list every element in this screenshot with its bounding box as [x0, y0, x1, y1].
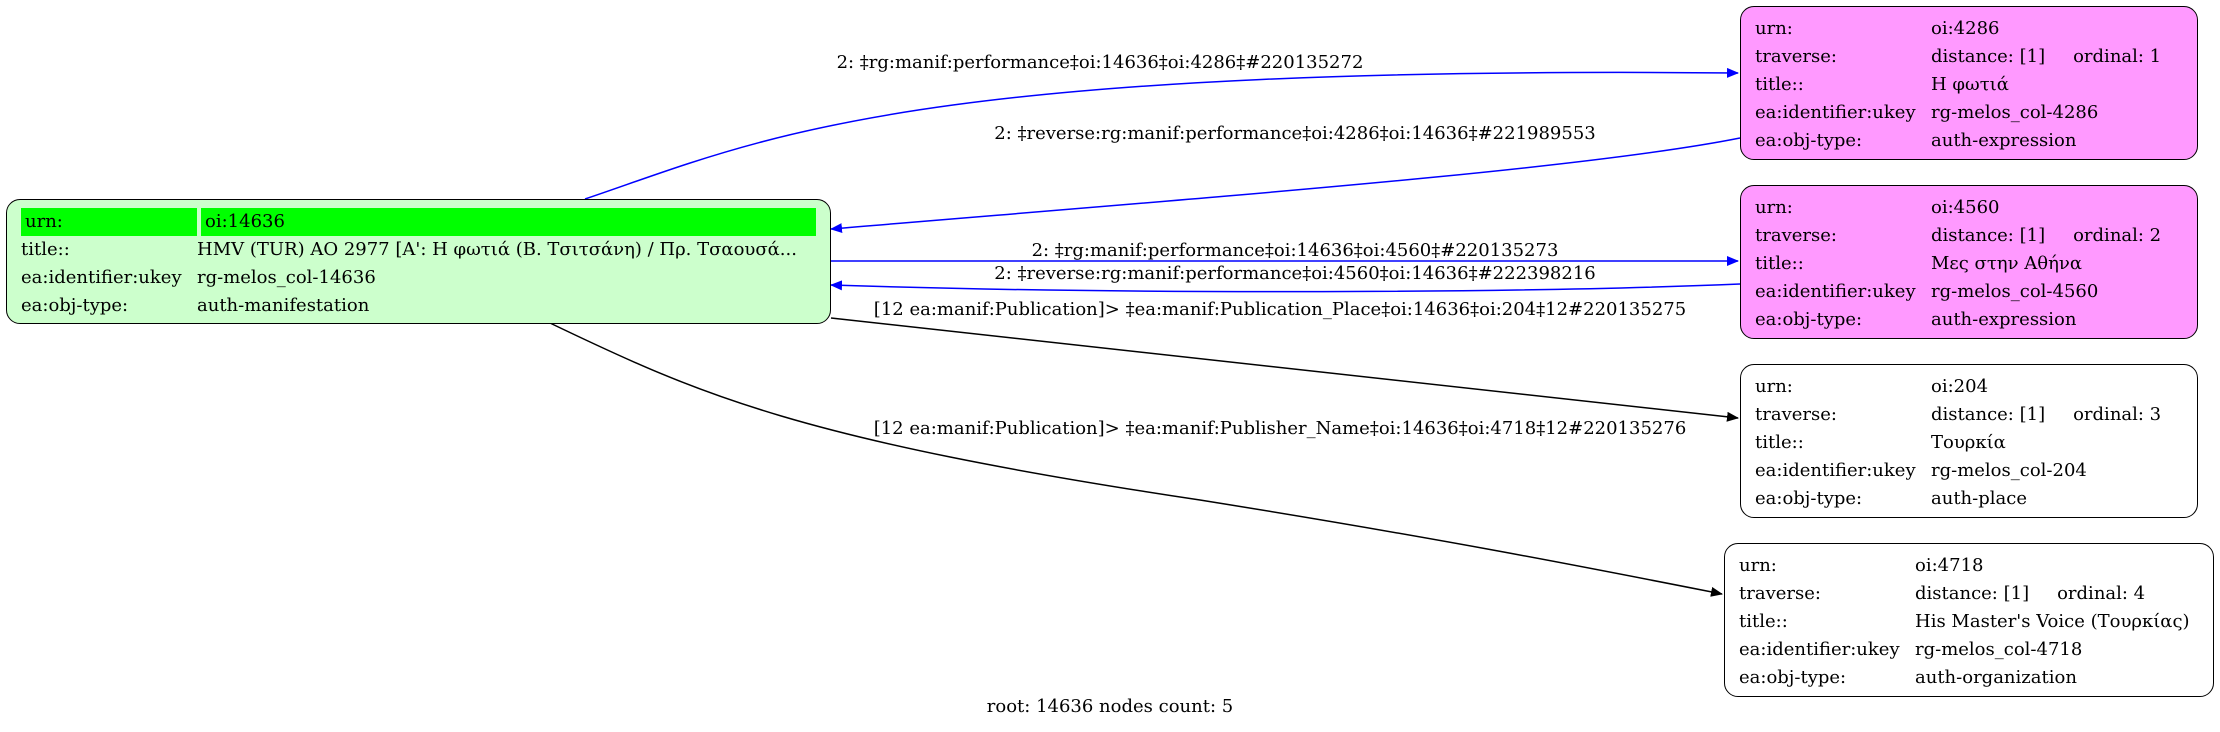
- edge-reverse-performance-4286: [830, 137, 1741, 234]
- ukey-value: rg-melos_col-4286: [1931, 102, 2099, 123]
- ukey-key: ea:identifier:ukey: [1755, 281, 1916, 302]
- title-key: title::: [1739, 611, 1788, 632]
- node-type-row: ea:obj-type: auth-manifestation: [21, 292, 816, 320]
- title-key: title::: [1755, 432, 1804, 453]
- urn-key: urn:: [1755, 18, 1793, 39]
- title-key: title::: [1755, 253, 1804, 274]
- traverse-key: traverse:: [1739, 583, 1821, 604]
- ukey-key: ea:identifier:ukey: [21, 267, 182, 288]
- distance-value: distance: [1]: [1931, 404, 2046, 425]
- title-value: His Master's Voice (Τουρκίας): [1915, 611, 2190, 632]
- type-value: auth-manifestation: [197, 295, 370, 316]
- ukey-value: rg-melos_col-14636: [197, 267, 376, 288]
- node-urn-row: urn: oi:14636: [21, 208, 816, 236]
- type-value: auth-expression: [1931, 130, 2077, 151]
- distance-value: distance: [1]: [1915, 583, 2030, 604]
- distance-value: distance: [1]: [1931, 46, 2046, 67]
- node-oi-204[interactable]: urn: oi:204 traverse: distance: [1] ordinal…: [1740, 364, 2198, 518]
- urn-value: oi:204: [1931, 376, 1989, 397]
- urn-value: oi:4718: [1915, 555, 1984, 576]
- node-title-row: title:: HMV (TUR) AO 2977 [A': Η φωτιά (…: [21, 236, 816, 264]
- type-value: auth-organization: [1915, 667, 2077, 688]
- ukey-value: rg-melos_col-204: [1931, 460, 2087, 481]
- edge-label: 2: ‡rg:manif:performance‡oi:14636‡oi:456…: [1032, 240, 1559, 261]
- title-value: Τουρκία: [1931, 432, 2006, 453]
- urn-key: urn:: [1739, 555, 1777, 576]
- edge-label: 2: ‡reverse:rg:manif:performance‡oi:4560…: [994, 263, 1596, 284]
- ordinal-value: ordinal: 4: [2057, 583, 2146, 604]
- edge-label: [12 ea:manif:Publication]> ‡ea:manif:Pub…: [874, 418, 1687, 439]
- type-value: auth-expression: [1931, 309, 2077, 330]
- graph-footer: root: 14636 nodes count: 5: [986, 696, 1234, 717]
- ordinal-value: ordinal: 3: [2073, 404, 2162, 425]
- urn-key: urn:: [1755, 376, 1793, 397]
- type-key: ea:obj-type:: [1755, 130, 1863, 151]
- ordinal-value: ordinal: 1: [2073, 46, 2162, 67]
- ukey-value: rg-melos_col-4560: [1931, 281, 2099, 302]
- title-key: title::: [1755, 74, 1804, 95]
- node-oi-4718[interactable]: urn: oi:4718 traverse: distance: [1] ordina…: [1724, 543, 2214, 697]
- distance-value: distance: [1]: [1931, 225, 2046, 246]
- ordinal-value: ordinal: 2: [2073, 225, 2162, 246]
- type-key: ea:obj-type:: [1755, 309, 1863, 330]
- node-ukey-row: ea:identifier:ukey rg-melos_col-14636: [21, 264, 816, 292]
- edge-performance-4286: [584, 67, 1739, 200]
- title-value: Η φωτιά: [1931, 74, 2009, 95]
- urn-value: oi:4560: [1931, 197, 2000, 218]
- title-key: title::: [21, 239, 70, 260]
- traverse-key: traverse:: [1755, 404, 1837, 425]
- edge-publisher-name: [549, 322, 1723, 597]
- title-value: Μες στην Αθήνα: [1931, 253, 2082, 274]
- urn-value: oi:4286: [1931, 18, 2000, 39]
- node-oi-4286[interactable]: urn: oi:4286 traverse: distance: [1] ordina…: [1740, 6, 2198, 160]
- ukey-key: ea:identifier:ukey: [1755, 460, 1916, 481]
- edge-publication-place: [830, 317, 1739, 422]
- root-node[interactable]: urn: oi:14636 title:: HMV (TUR) AO 2977 …: [6, 199, 831, 324]
- edge-reverse-performance-4560: [830, 280, 1741, 293]
- type-key: ea:obj-type:: [21, 295, 129, 316]
- title-value: HMV (TUR) AO 2977 [A': Η φωτιά (Β. Τσιτσ…: [197, 239, 797, 260]
- type-value: auth-place: [1931, 488, 2027, 509]
- traverse-key: traverse:: [1755, 225, 1837, 246]
- urn-key: urn:: [21, 208, 197, 236]
- traverse-key: traverse:: [1755, 46, 1837, 67]
- node-oi-4560[interactable]: urn: oi:4560 traverse: distance: [1] ordina…: [1740, 185, 2198, 339]
- ukey-key: ea:identifier:ukey: [1755, 102, 1916, 123]
- urn-value: oi:14636: [201, 208, 816, 236]
- type-key: ea:obj-type:: [1739, 667, 1847, 688]
- ukey-value: rg-melos_col-4718: [1915, 639, 2083, 660]
- type-key: ea:obj-type:: [1755, 488, 1863, 509]
- edge-label: [12 ea:manif:Publication]> ‡ea:manif:Pub…: [874, 299, 1686, 320]
- urn-key: urn:: [1755, 197, 1793, 218]
- edge-label: 2: ‡reverse:rg:manif:performance‡oi:4286…: [994, 123, 1596, 144]
- ukey-key: ea:identifier:ukey: [1739, 639, 1900, 660]
- edge-label: 2: ‡rg:manif:performance‡oi:14636‡oi:428…: [837, 52, 1364, 73]
